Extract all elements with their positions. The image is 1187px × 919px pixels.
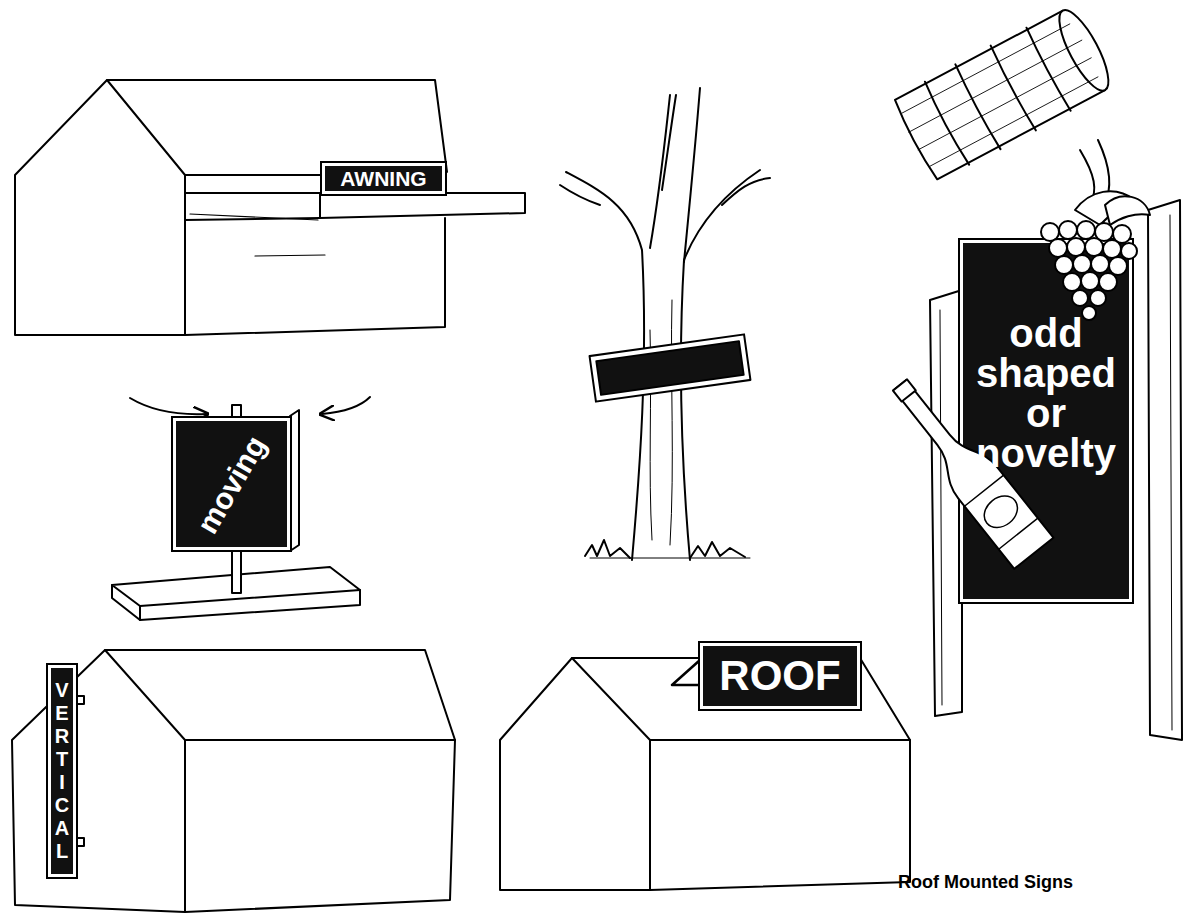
moving-sign-stand	[112, 397, 370, 620]
novelty-sign: odd shaped or novelty	[960, 240, 1132, 602]
tree-sign	[560, 88, 770, 560]
vertical-house	[12, 650, 455, 912]
awning-house	[15, 80, 525, 335]
sign-text: AWNING	[340, 167, 426, 190]
awning-sign: AWNING	[322, 163, 445, 194]
moving-sign: moving	[173, 418, 290, 550]
figure-caption: Roof Mounted Signs	[898, 872, 1073, 893]
sign-text: odd shaped or novelty	[967, 313, 1125, 473]
novelty-sign-frame	[891, 1, 1182, 740]
sign-text: moving	[191, 430, 273, 539]
sign-text: ROOF	[719, 653, 840, 699]
roof-sign: ROOF	[700, 643, 860, 709]
vertical-sign: VERTICAL	[48, 665, 76, 877]
sign-text: VERTICAL	[51, 679, 73, 863]
